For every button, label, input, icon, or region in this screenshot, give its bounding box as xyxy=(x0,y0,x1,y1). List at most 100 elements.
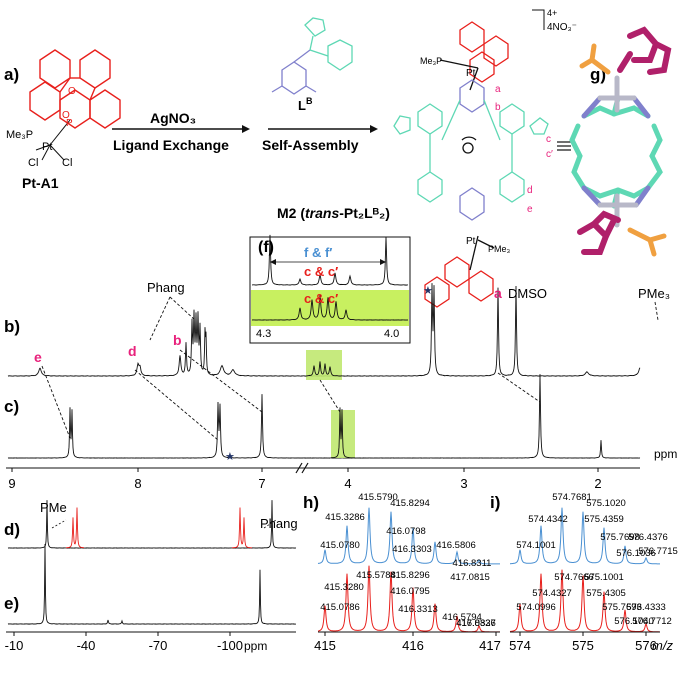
ms-i-top-label: 576.4376 xyxy=(628,532,668,543)
cl-atom-2: Cl xyxy=(62,157,72,169)
ms-i-top-label: 574.4342 xyxy=(528,514,568,525)
nmr-label-a: a xyxy=(494,285,502,301)
nmr-x-unit: ppm xyxy=(654,447,677,461)
ms-i-top-label: 575.4359 xyxy=(584,514,624,525)
nmr-label-phang: Phang xyxy=(147,280,185,295)
ms-h-top-label: 416.3303 xyxy=(392,544,432,555)
p31-x-ticks: -10-40-70-100 xyxy=(5,632,243,653)
nmr-tick-label: 2 xyxy=(594,476,601,491)
ms-i-bottom-label: 575.1001 xyxy=(584,572,624,583)
pt-top: Pt xyxy=(466,68,476,79)
nmr-label-b: b xyxy=(173,332,182,348)
nmr-label-pme3: PMe₃ xyxy=(638,286,670,301)
charge-label: 4+ xyxy=(547,8,557,18)
ms-h-top-label: 416.0798 xyxy=(386,526,426,537)
p31-x-unit: ppm xyxy=(244,639,267,653)
m2-structure xyxy=(393,21,549,308)
proton-label-e: e xyxy=(527,204,533,215)
o-atom-2: O xyxy=(62,110,70,121)
ms-i-bottom-label: 575.7693 xyxy=(602,602,642,613)
ms-h-bottom-label: 416.0795 xyxy=(390,586,430,597)
ms-h-tick-label: 417 xyxy=(479,638,501,653)
ms-i-bottom-label: 574.7666 xyxy=(554,572,594,583)
panel-label-i: i) xyxy=(490,493,500,512)
inset-tick-2: 4.0 xyxy=(384,328,399,340)
o-atom-1: O xyxy=(68,86,76,97)
ms-i-top-trace xyxy=(510,507,660,565)
axis-break xyxy=(295,462,309,474)
ms-i-top-label: 574.7681 xyxy=(552,492,592,503)
arrow-2-head xyxy=(370,125,378,133)
p31-tick-label: -10 xyxy=(5,638,24,653)
ms-h-top-label: 415.3286 xyxy=(325,512,365,523)
nmr-label-dmso: DMSO xyxy=(508,286,547,301)
panel-label-c: c) xyxy=(4,397,19,416)
ms-peak-labels: 415.0780415.3286415.5790415.8294416.0798… xyxy=(320,492,678,629)
p31-tick-label: -100 xyxy=(217,638,243,653)
nmr-tick-label: 3 xyxy=(460,476,467,491)
cl-atom-1: Cl xyxy=(28,157,38,169)
ms-h-bottom-label: 416.3313 xyxy=(398,604,438,615)
proton-label-c: c xyxy=(546,134,551,145)
ms-i-top-label: 574.1001 xyxy=(516,540,556,551)
product-label: M2 (trans-Pt₂Lᴮ₂) xyxy=(277,205,390,221)
ms-h-top-label: 416.5806 xyxy=(436,540,476,551)
ms-h-tick-label: 415 xyxy=(314,638,336,653)
reactant-pt-a1 xyxy=(29,49,121,161)
nmr-tick-label: 9 xyxy=(8,476,15,491)
spectrum-b-highlight-trace xyxy=(305,361,342,377)
crystal-structure xyxy=(569,26,672,257)
counterion-label: 4NO₃⁻ xyxy=(547,22,577,33)
ms-i-top-label: 575.7698 xyxy=(600,532,640,543)
panel-label-e: e) xyxy=(4,594,19,613)
nmr-tick-label: 7 xyxy=(258,476,265,491)
reagent-label: AgNO₃ xyxy=(150,110,196,126)
ms-i-tick-label: 576 xyxy=(635,638,657,653)
ms-h-top-label: 416.8311 xyxy=(453,558,492,569)
ms-i-top-label: 576.7715 xyxy=(638,546,678,557)
ms-h-top-label: 417.0815 xyxy=(450,572,490,583)
nmr-label-e: e xyxy=(34,349,42,365)
arrow-1-head xyxy=(242,125,250,133)
pt-bottom: Pt xyxy=(466,236,476,247)
ms-h-top-label: 415.0780 xyxy=(320,540,360,551)
ms-h-top-trace xyxy=(317,507,500,565)
ms-h-tick-label: 416 xyxy=(402,638,424,653)
inset-label-cc-bottom: c & c′ xyxy=(304,291,338,306)
pme3-top: Me₃P xyxy=(420,56,442,66)
ms-h-bottom-label: 416.5794 xyxy=(442,612,482,623)
p31-tick-label: -70 xyxy=(149,638,168,653)
spectrum-d-trace xyxy=(7,500,297,549)
ms-i-bottom-label: 574.0996 xyxy=(516,602,556,613)
star-marker-c: ★ xyxy=(225,451,235,463)
p-atom-1: P xyxy=(66,118,73,129)
ms-i-bottom-label: 574.4327 xyxy=(532,588,572,599)
spectrum-d-zoom xyxy=(65,507,84,549)
spectrum-d-zoom-2 xyxy=(232,507,252,549)
ms-h-bottom-label: 415.3280 xyxy=(324,582,364,593)
nmr-label-d: d xyxy=(128,343,137,359)
pt-atom-left: Pt xyxy=(42,141,52,153)
ms-h-bottom-label: 416.8327 xyxy=(456,618,496,629)
spectrum-c-trace xyxy=(7,374,641,459)
p31-label-pme: PMe xyxy=(40,500,67,515)
inset-tick-1: 4.3 xyxy=(256,328,271,340)
panel-label-a: a) xyxy=(4,65,19,84)
ms-i-top-label: 576.1036 xyxy=(616,548,656,559)
star-marker-b: ★ xyxy=(423,285,433,297)
self-assembly-label: Self-Assembly xyxy=(262,137,359,153)
proton-label-d: d xyxy=(527,185,533,196)
ms-h-bottom-label: 417.0836 xyxy=(456,618,496,629)
ms-i-bottom-label: 576.7712 xyxy=(632,616,672,627)
ms-h-bottom-label: 415.5788 xyxy=(356,570,396,581)
ligand-label: LB xyxy=(298,96,313,113)
ms-h-bottom-label: 415.0786 xyxy=(320,602,360,613)
proton-label-c-prime: c′ xyxy=(546,149,553,160)
proton-label-b: b xyxy=(495,102,501,113)
panel-label-h: h) xyxy=(303,493,319,512)
ms-i-bottom-label: 575.4305 xyxy=(586,588,626,599)
ligand-exchange-label: Ligand Exchange xyxy=(113,137,229,153)
ms-i-tick-label: 575 xyxy=(572,638,594,653)
